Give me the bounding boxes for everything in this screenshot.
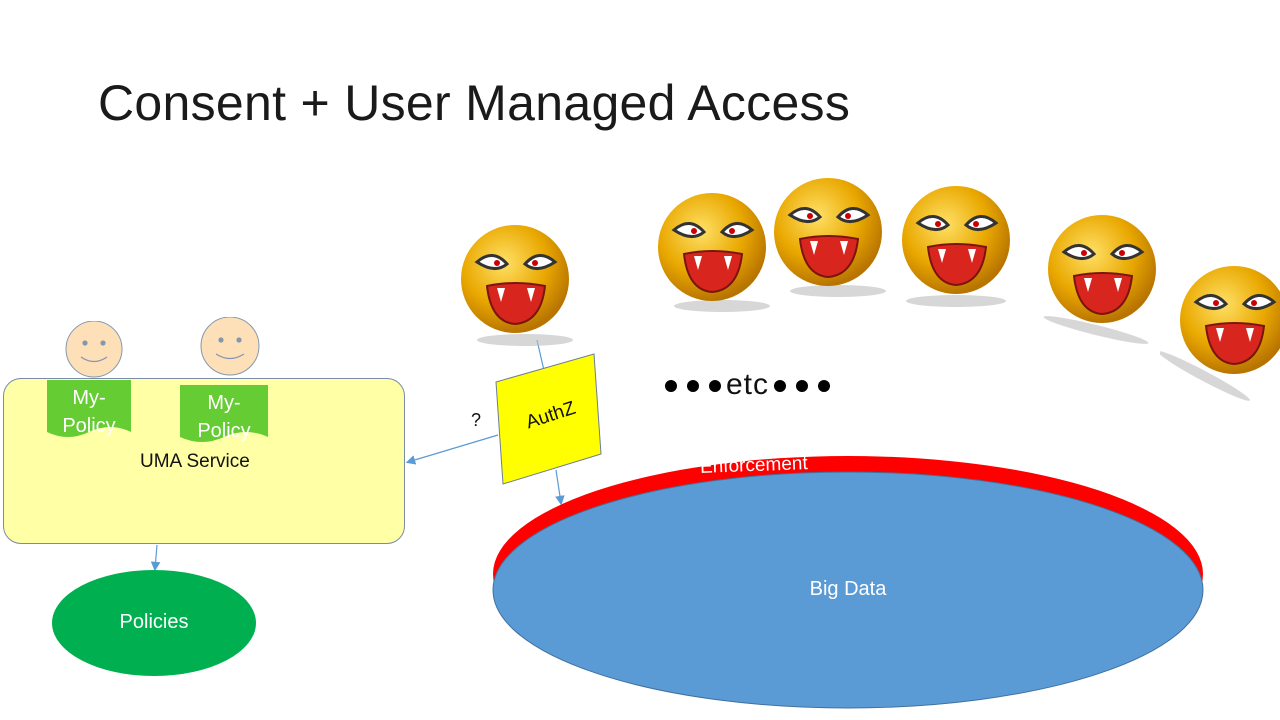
- my-policy-tag: My- Policy: [180, 385, 268, 447]
- document-shape-icon: [47, 380, 131, 437]
- policy-tag-label: My- Policy: [62, 387, 116, 437]
- authz-query-label: ?: [471, 410, 482, 430]
- uma-service-label: UMA Service: [140, 451, 250, 472]
- etc-label: etc: [726, 368, 770, 401]
- authz-to-bigdata-arrow: [555, 469, 565, 506]
- authz-to-uma-arrow: [405, 434, 499, 465]
- my-policy-tag: My- Policy: [47, 380, 131, 442]
- smiley-face-icon: [65, 321, 123, 378]
- enforcement-label: Enforcement: [699, 453, 809, 478]
- smiley-face-icon: [200, 317, 260, 376]
- policies-label: Policies: [119, 611, 189, 633]
- dot: [709, 380, 721, 393]
- dot: [774, 380, 787, 393]
- authz-box: [495, 353, 602, 485]
- uma-to-policies-arrow: [150, 544, 161, 572]
- policies-ellipse: [52, 570, 256, 676]
- dot: [818, 380, 831, 393]
- big-data-shape: [492, 456, 1204, 709]
- vampire-emoticon-icon: [658, 193, 770, 312]
- ellipsis-row: etc: [660, 368, 835, 402]
- dot: [796, 380, 809, 393]
- vampire-emoticon-icon: [461, 225, 573, 346]
- vampire-emoticon-icon: [1043, 215, 1156, 344]
- dot: [665, 380, 677, 393]
- vampire-emoticon-icon: [774, 178, 886, 297]
- big-data-ellipse: [492, 471, 1204, 709]
- dot: [687, 380, 699, 393]
- vampire-emoticon-icon: [1160, 266, 1280, 401]
- document-shape-icon: [180, 385, 268, 442]
- policy-tag-label: My- Policy: [197, 392, 251, 442]
- slide-title: Consent + User Managed Access: [98, 75, 851, 131]
- vampire-emoticon-icon: [902, 186, 1010, 307]
- big-data-label: Big Data: [809, 578, 887, 600]
